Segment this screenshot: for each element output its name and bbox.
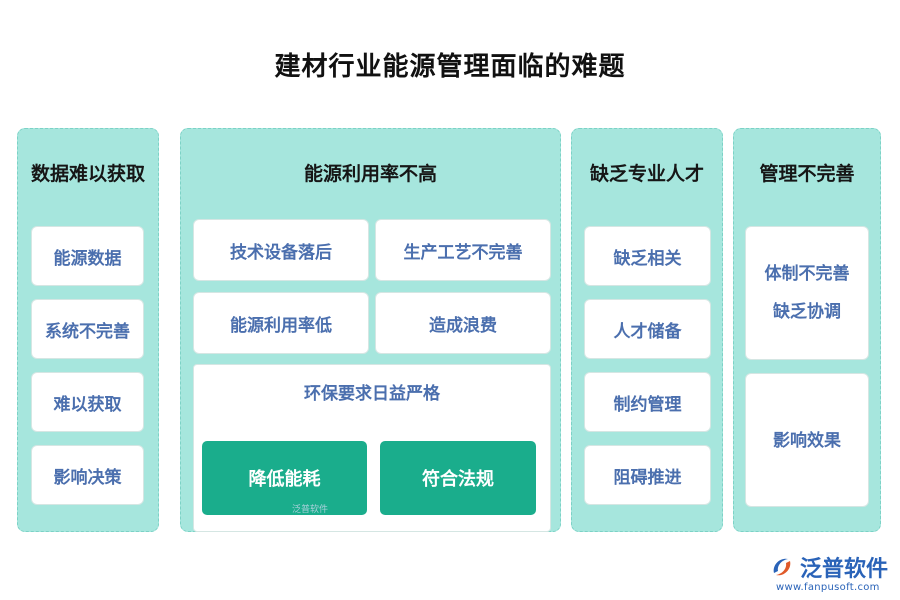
item-box: 难以获取	[31, 372, 144, 432]
brand-url: www.fanpusoft.com	[776, 582, 880, 593]
brand-logo: 泛普软件	[768, 552, 888, 582]
brand-name: 泛普软件	[800, 557, 889, 582]
panel-talent-shortage: 缺乏专业人才 缺乏相关 人才储备 制约管理 阻碍推进	[571, 128, 723, 532]
panel-energy-efficiency: 能源利用率不高 技术设备落后 生产工艺不完善 能源利用率低 造成浪费 环保要求日…	[180, 128, 561, 532]
panel-data-acquisition: 数据难以获取 能源数据 系统不完善 难以获取 影响决策	[17, 128, 159, 532]
item-box: 系统不完善	[31, 299, 144, 359]
management-item: 体制不完善	[764, 264, 850, 284]
management-box-2: 影响效果	[745, 373, 869, 507]
management-box-1: 体制不完善 缺乏协调	[745, 226, 869, 360]
panel-title: 数据难以获取	[30, 163, 145, 185]
env-requirements-title: 环保要求日益严格	[304, 384, 440, 404]
diagram-title: 建材行业能源管理面临的难题	[274, 52, 626, 82]
panel-title: 管理不完善	[759, 163, 855, 185]
panel-title: 缺乏专业人才	[589, 163, 704, 185]
item-box: 人才储备	[584, 299, 711, 359]
action-comply-regulations: 符合法规	[380, 441, 536, 515]
grid-box: 能源利用率低	[193, 292, 369, 354]
panel-management-imperfect: 管理不完善 体制不完善 缺乏协调 影响效果	[733, 128, 881, 532]
watermark: 泛普软件	[292, 505, 329, 515]
item-box: 制约管理	[584, 372, 711, 432]
item-box: 能源数据	[31, 226, 144, 286]
grid-box: 造成浪费	[375, 292, 551, 354]
item-box: 缺乏相关	[584, 226, 711, 286]
brand-swirl-icon	[773, 558, 791, 576]
grid-box: 技术设备落后	[193, 219, 369, 281]
action-reduce-energy: 降低能耗	[202, 441, 367, 515]
item-box: 阻碍推进	[584, 445, 711, 505]
env-requirements-box: 环保要求日益严格 降低能耗 符合法规	[193, 364, 551, 532]
grid-box: 生产工艺不完善	[375, 219, 551, 281]
management-item: 影响效果	[773, 431, 841, 451]
management-item: 缺乏协调	[773, 302, 841, 322]
item-box: 影响决策	[31, 445, 144, 505]
panel-title: 能源利用率不高	[303, 163, 437, 185]
